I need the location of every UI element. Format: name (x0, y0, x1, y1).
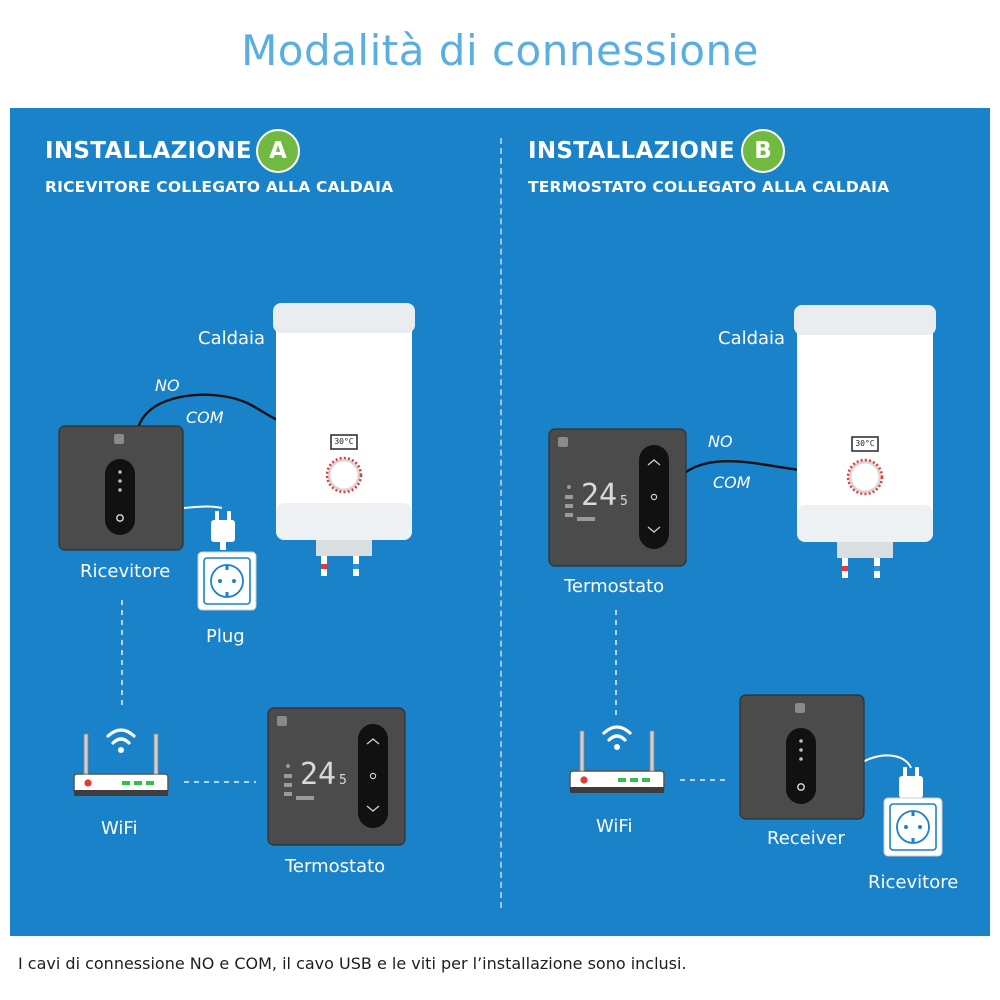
thermostat-b-temp: 24 (581, 478, 617, 513)
receiver-b (739, 694, 865, 820)
label-b-plug: Ricevitore (868, 872, 959, 893)
socket-b-icon (883, 797, 943, 857)
label-a-wifi: WiFi (101, 818, 138, 839)
thermostat-a-temp-decimal: 5 (339, 773, 347, 788)
thermostat-b (548, 428, 687, 567)
receiver-a (58, 425, 184, 551)
label-b-thermostat: Termostato (564, 576, 665, 597)
label-b-com: COM (713, 473, 751, 492)
thermostat-b-temp-decimal: 5 (620, 494, 628, 509)
cable-a-plug (183, 505, 223, 509)
socket-a-icon (197, 551, 257, 611)
plug-head-a-icon (211, 511, 235, 550)
install-b-badge: B (741, 129, 785, 173)
cable-b-plug (862, 754, 912, 769)
install-a-subtitle: RICEVITORE COLLEGATO ALLA CALDAIA (45, 178, 394, 196)
label-b-receiver: Receiver (767, 828, 845, 849)
install-a-badge: A (256, 129, 300, 173)
boiler-a-display: 30°C (334, 437, 353, 446)
label-a-com: COM (186, 408, 224, 427)
label-a-thermostat: Termostato (285, 856, 386, 877)
label-a-receiver: Ricevitore (80, 561, 171, 582)
label-a-boiler: Caldaia (198, 328, 266, 349)
cable-a-receiver-boiler (136, 393, 281, 429)
install-a-heading: INSTALLAZIONE (45, 138, 252, 164)
install-b-subtitle: TERMOSTATO COLLEGATO ALLA CALDAIA (528, 178, 890, 196)
router-a-icon (72, 728, 170, 798)
footer-note: I cavi di connessione NO e COM, il cavo … (18, 954, 687, 973)
page-title: Modalità di connessione (241, 26, 759, 75)
router-b-icon (568, 725, 666, 795)
label-b-no: NO (708, 432, 733, 451)
label-a-no: NO (155, 376, 180, 395)
label-b-boiler: Caldaia (718, 328, 786, 349)
label-b-wifi: WiFi (596, 816, 633, 837)
cable-b-thermostat-boiler (685, 460, 801, 473)
install-b-heading: INSTALLAZIONE (528, 138, 735, 164)
label-a-plug: Plug (206, 626, 245, 647)
section-divider (500, 138, 502, 908)
thermostat-a (267, 707, 406, 846)
boiler-b-display: 30°C (855, 439, 874, 448)
thermostat-a-temp: 24 (300, 757, 336, 792)
